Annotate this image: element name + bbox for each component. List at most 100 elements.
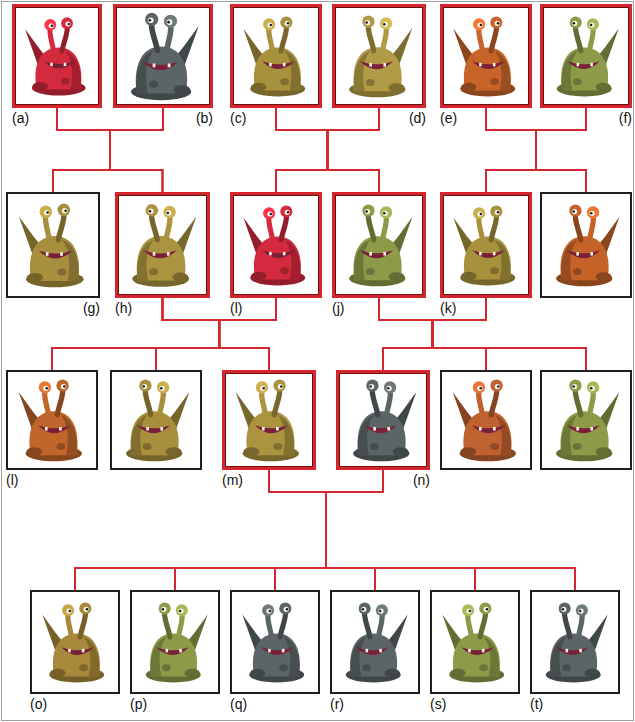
creature-eye (79, 602, 91, 614)
creature-eyeball (561, 607, 566, 612)
creature-mouth (142, 62, 178, 70)
creature-pupil (286, 608, 288, 610)
creature-eye (263, 207, 275, 219)
selected-frame (540, 4, 632, 108)
image-box: (d) (332, 4, 426, 126)
creature-pupil (369, 385, 371, 387)
creature-mouth (61, 647, 94, 655)
creature-tooth (590, 252, 593, 256)
creature-eyeball (387, 386, 392, 391)
creature-pupil (362, 608, 364, 610)
creature-spot (573, 443, 582, 450)
lineage-connector (276, 108, 379, 192)
panel-label: (q) (230, 696, 320, 712)
lineage-connector (269, 470, 326, 590)
creature-eye (146, 204, 158, 216)
panel-label: (p) (130, 696, 220, 712)
creature-foot (173, 85, 190, 94)
creature-figure (132, 204, 196, 287)
creature-eye (490, 380, 502, 392)
creature-tooth (577, 63, 580, 66)
creature-foot (596, 272, 612, 281)
panel-label: (e) (440, 110, 532, 126)
panel-label: (h) (115, 300, 210, 316)
lineage-connector (75, 470, 326, 590)
creature-eye (256, 381, 268, 393)
creature-spot (58, 268, 67, 275)
creature-pupil (167, 212, 169, 214)
creature-pupil (45, 387, 47, 389)
creature-foot (250, 669, 265, 678)
creature-eye (62, 604, 74, 616)
creature-figure (243, 16, 305, 96)
creature-eye (576, 604, 588, 616)
creature-pupil (497, 22, 499, 24)
creature-tooth (59, 427, 62, 431)
creature-pupil (68, 23, 70, 25)
creature-pupil (63, 385, 65, 387)
creature-eye (262, 604, 274, 616)
selected-frame (440, 192, 532, 298)
selected-frame (332, 4, 426, 108)
image-box: (q) (230, 590, 320, 712)
creature-eyeball (160, 386, 165, 391)
creature-illustration (432, 592, 518, 692)
creature-tooth (282, 649, 285, 652)
creature-mouth (137, 425, 170, 433)
creature-mouth (567, 61, 600, 69)
panel-label: (l) (230, 300, 322, 316)
creature-tooth (493, 252, 496, 255)
panel-label: (l) (6, 472, 98, 488)
image-box: (b) (113, 4, 213, 126)
creature-illustration (443, 7, 529, 105)
creature-eyeball (142, 384, 147, 389)
creature-figure (242, 602, 304, 682)
creature-pupil (64, 210, 67, 213)
creature-mouth (356, 647, 389, 655)
image-frame (110, 370, 202, 470)
creature-pupil (270, 213, 272, 215)
creature-eye (587, 381, 599, 393)
creature-figure (42, 602, 104, 682)
creature-foot (461, 272, 476, 281)
creature-illustration (8, 194, 98, 296)
image-frame (430, 590, 520, 694)
selected-frame (113, 4, 213, 108)
creature-illustration (339, 373, 427, 467)
creature-eye (279, 602, 291, 614)
image-box: (m) (222, 370, 316, 488)
lineage-connector (156, 298, 276, 370)
creature-tooth (153, 252, 156, 256)
creature-eyeball (260, 386, 265, 391)
creature-tooth (493, 63, 496, 66)
creature-tooth (276, 427, 279, 431)
creature-foot (251, 83, 266, 92)
creature-foot (595, 83, 610, 92)
creature-tooth (268, 649, 271, 652)
creature-foot (596, 447, 612, 456)
creature-spot (562, 664, 571, 671)
creature-eyeball (43, 386, 48, 391)
creature-eye (164, 15, 177, 28)
creature-spot (79, 664, 88, 671)
creature-tooth (579, 649, 582, 652)
creature-tooth (366, 649, 369, 652)
creature-eyeball (267, 211, 272, 216)
creature-eyeball (572, 209, 577, 214)
creature-pupil (479, 387, 481, 389)
creature-illustration (32, 592, 118, 692)
creature-eye (157, 381, 169, 393)
creature-illustration (543, 7, 629, 105)
creature-tooth (64, 63, 67, 66)
panel-label: (g) (6, 300, 100, 316)
lineage-connector (53, 108, 163, 192)
selected-frame (115, 192, 210, 298)
lineage-connector (379, 298, 586, 370)
selected-frame (336, 370, 430, 470)
creature-eyeball (484, 607, 489, 612)
image-frame (6, 192, 100, 298)
lineage-connector (52, 298, 219, 370)
creature-pupil (383, 212, 385, 214)
creature-foot (461, 83, 476, 92)
image-box (440, 370, 532, 470)
